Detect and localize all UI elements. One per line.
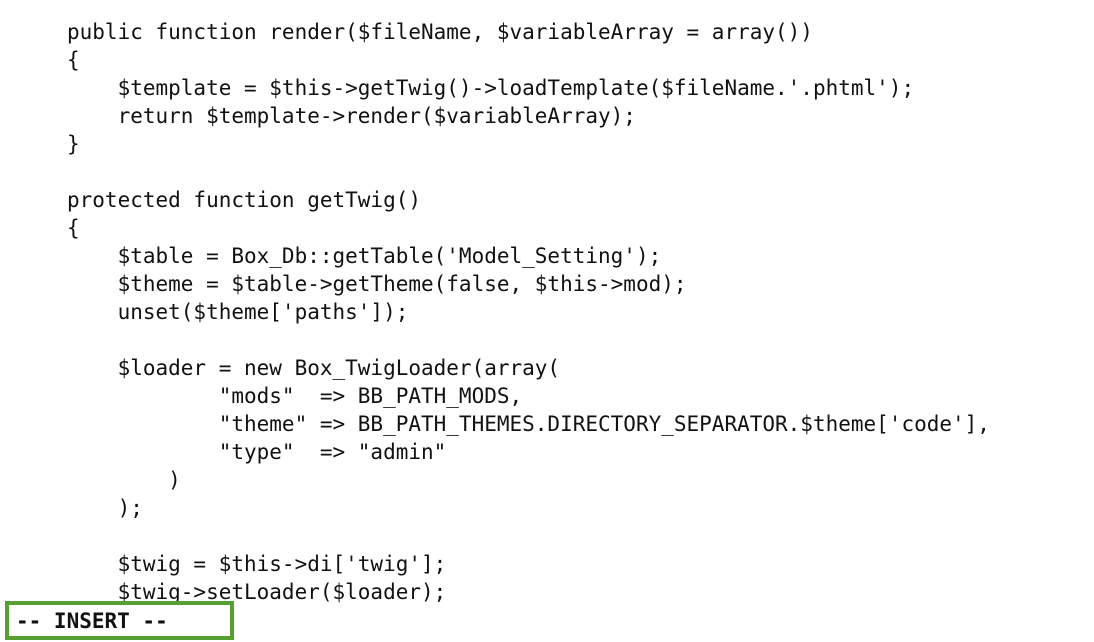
code-line: $template = $this->getTwig()->loadTempla… bbox=[67, 76, 915, 100]
code-line: return $template->render($variableArray)… bbox=[67, 104, 636, 128]
code-line: $table = Box_Db::getTable('Model_Setting… bbox=[67, 244, 662, 268]
code-line: unset($theme['paths']); bbox=[67, 300, 409, 324]
code-line: "mods" => BB_PATH_MODS, bbox=[67, 384, 523, 408]
code-line: $theme = $table->getTheme(false, $this->… bbox=[67, 272, 687, 296]
code-line: $twig->setLoader($loader); bbox=[67, 580, 447, 604]
code-line: ) bbox=[67, 468, 181, 492]
code-line: { bbox=[67, 216, 80, 240]
code-line: $loader = new Box_TwigLoader(array( bbox=[67, 356, 561, 380]
code-line: protected function getTwig() bbox=[67, 188, 422, 212]
code-line: "type" => "admin" bbox=[67, 440, 447, 464]
mode-indicator-highlight: -- INSERT -- bbox=[5, 601, 234, 640]
editor-mode-status: -- INSERT -- bbox=[16, 609, 168, 633]
code-line: $twig = $this->di['twig']; bbox=[67, 552, 447, 576]
code-line bbox=[67, 158, 990, 186]
code-line bbox=[67, 326, 990, 354]
code-text-area[interactable]: public function render($fileName, $varia… bbox=[67, 18, 990, 606]
code-line: } bbox=[67, 132, 80, 156]
code-line: { bbox=[67, 48, 80, 72]
code-line bbox=[67, 522, 990, 550]
code-line: "theme" => BB_PATH_THEMES.DIRECTORY_SEPA… bbox=[67, 412, 990, 436]
code-line: ); bbox=[67, 496, 143, 520]
code-line: public function render($fileName, $varia… bbox=[67, 20, 813, 44]
